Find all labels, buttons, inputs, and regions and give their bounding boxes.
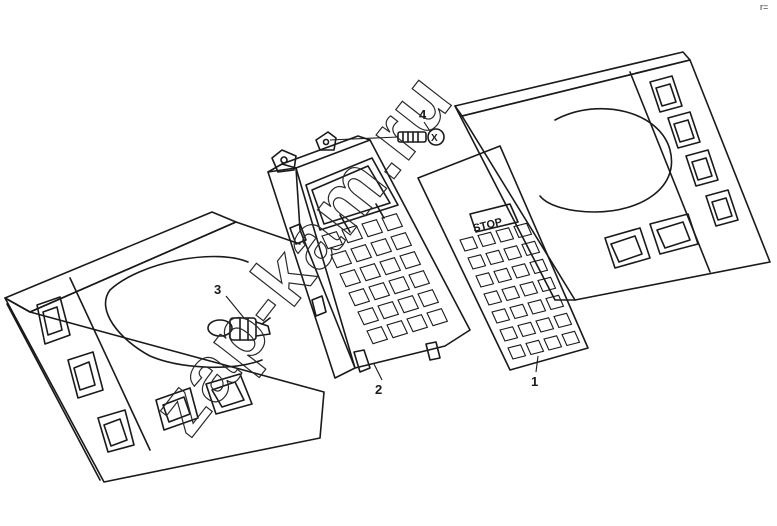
callout-2: 2	[375, 382, 382, 397]
right-console-panel	[454, 51, 771, 301]
housing-key	[370, 238, 393, 257]
keypad-key	[527, 299, 547, 315]
housing-key	[348, 288, 371, 307]
keypad-key	[519, 281, 539, 297]
keypad-key	[493, 267, 513, 284]
keypad-key	[525, 339, 545, 356]
housing-key-grid	[321, 213, 449, 345]
keypad-key-grid	[459, 222, 581, 360]
keypad-key	[529, 258, 549, 275]
housing-key	[408, 270, 431, 289]
housing-key	[386, 320, 409, 339]
keypad-key	[545, 294, 565, 311]
keypad-key	[543, 335, 563, 351]
housing-key	[417, 289, 440, 308]
keypad-key	[537, 276, 557, 293]
callout-1: 1	[531, 374, 538, 389]
callout-4: 4	[419, 107, 427, 122]
keypad-key	[485, 249, 505, 266]
housing-key	[350, 244, 373, 263]
keypad-key	[503, 245, 523, 261]
keypad-key	[513, 222, 533, 239]
keypad-key	[509, 303, 529, 320]
housing-key	[339, 269, 362, 288]
keypad-key	[561, 330, 581, 347]
housing-key	[368, 282, 391, 301]
left-console-panel	[4, 211, 325, 483]
keypad-key	[499, 326, 519, 342]
control-housing	[267, 131, 471, 379]
housing-key	[397, 295, 420, 314]
housing-key	[321, 231, 344, 250]
housing-key	[381, 213, 404, 232]
corner-mark: r=	[760, 2, 768, 12]
housing-key	[341, 225, 364, 244]
keypad-key	[517, 321, 537, 338]
keypad-key	[491, 308, 511, 324]
watermark: zap-kam.ru	[134, 56, 469, 450]
keypad-key	[477, 231, 497, 248]
keypad-key	[501, 285, 521, 302]
housing-key	[366, 326, 389, 345]
keypad-overlay	[417, 145, 589, 371]
keypad-key	[507, 344, 527, 360]
housing-key	[426, 308, 449, 327]
keypad-key	[511, 263, 531, 279]
housing-key	[377, 301, 400, 320]
stop-key-label: STOP	[472, 216, 504, 235]
housing-key	[361, 219, 384, 238]
housing-key	[390, 232, 413, 251]
keypad-key	[483, 290, 503, 306]
housing-key	[388, 276, 411, 295]
housing-key	[359, 263, 382, 282]
keypad-key	[475, 272, 495, 288]
callout-3: 3	[214, 282, 221, 297]
housing-key	[330, 250, 353, 269]
keypad-key	[535, 317, 555, 333]
keypad-key	[495, 227, 515, 243]
keypad-key	[459, 236, 479, 252]
callout-leaders	[225, 121, 539, 381]
screw-axis-line	[329, 136, 399, 141]
housing-key	[406, 314, 429, 333]
housing-key	[399, 251, 422, 270]
keypad-key	[467, 254, 487, 270]
housing-key	[357, 307, 380, 326]
housing-key	[379, 257, 402, 276]
keypad-key	[553, 312, 573, 329]
keypad-key	[521, 240, 541, 257]
screw-head-mark: X	[431, 133, 438, 144]
bulb-holder	[207, 317, 271, 341]
